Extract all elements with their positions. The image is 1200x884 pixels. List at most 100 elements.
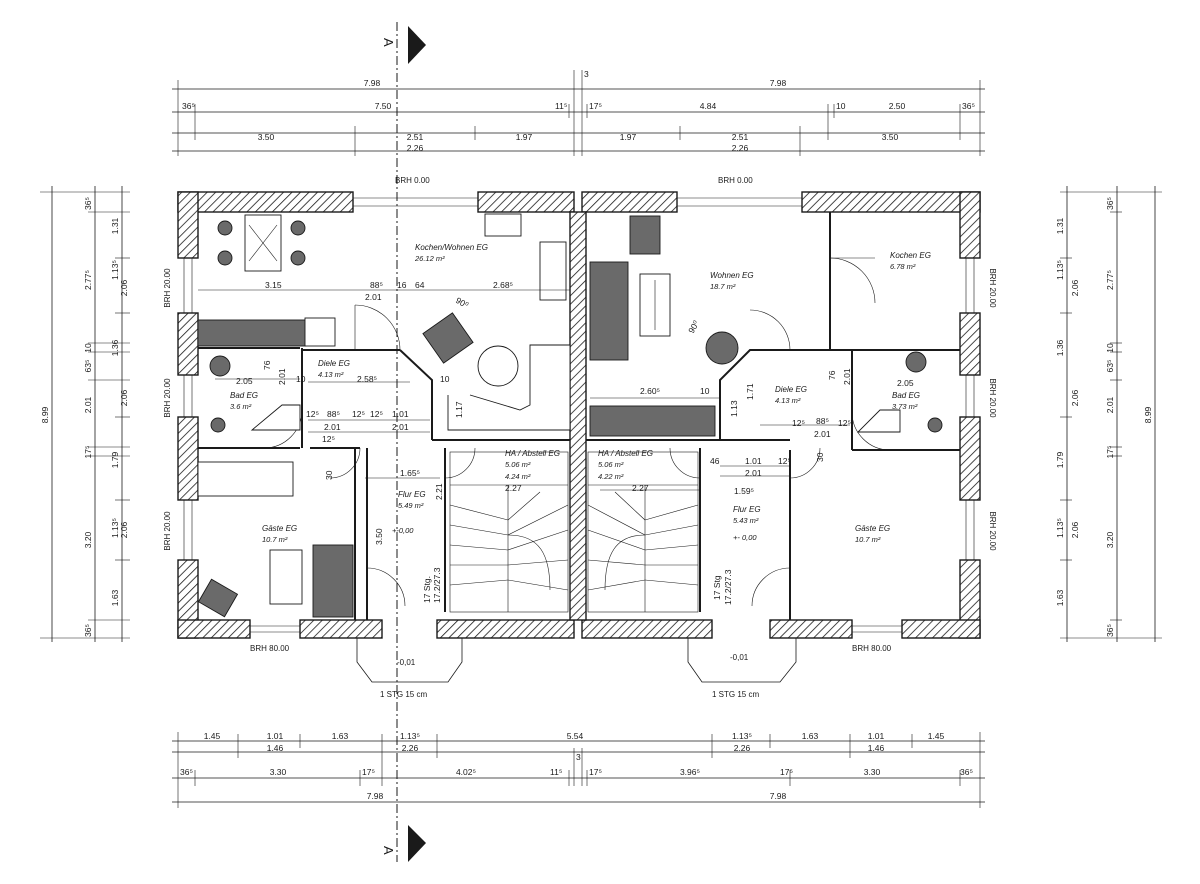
idim-r-20: 17 Stg (712, 575, 722, 600)
brh-left-1: BRH 20.00 (163, 268, 172, 308)
dim-right-r2-2: 1.13⁵ (1055, 260, 1065, 280)
idim-l-26: 2.27 (505, 483, 522, 493)
idim-r-13: 30 (815, 452, 825, 462)
dim-right-r1-3: 10 (1105, 343, 1115, 353)
interior-dims-left: 3.15 88⁵ 16 64 2.68⁵ 2.01 90⁰ 10 2.05 76… (198, 280, 570, 603)
dim-bottom-r1-8: 1.01 (868, 731, 885, 741)
outer-walls (177, 191, 981, 639)
dim-left-r1-6: 17⁵ (83, 446, 93, 459)
room-flur-right-area: 5.43 m² (733, 516, 759, 525)
dim-left-r2-5: 2.06 (119, 389, 129, 406)
dim-bottom-r1-4: 1.13⁵ (400, 731, 420, 741)
doors (263, 257, 891, 607)
dim-left-r1-4: 63⁵ (83, 360, 93, 373)
idim-r-4: 1.13 (729, 400, 739, 417)
dim-left-r2-2: 1.13⁵ (110, 260, 120, 280)
dim-right-total: 8.99 (1143, 406, 1153, 423)
dimension-chain-left: 8.99 36⁵ 2.77⁵ 10 63⁵ 2.01 17⁵ 3.20 36⁵ … (40, 186, 130, 642)
dim-top-r2-7: 2.50 (889, 101, 906, 111)
dim-top-r3-5: 2.51 (732, 132, 749, 142)
room-kochen-wohnen-area: 26.12 m² (414, 254, 445, 263)
idim-l-20: 2.01 (392, 422, 409, 432)
dim-right-r1-1: 36⁵ (1105, 197, 1115, 210)
dimension-chain-bottom: 1.45 1.01 1.63 1.13⁵ 5.54 1.13⁵ 1.63 1.0… (172, 731, 985, 808)
dim-left-r2-6: 1.79 (110, 451, 120, 468)
idim-r-1: 90⁰ (686, 318, 701, 335)
room-diele-right-area: 4.13 m² (775, 396, 801, 405)
dim-left-r2-3: 2.06 (119, 279, 129, 296)
dim-bottom-r1-9: 1.45 (928, 731, 945, 741)
idim-l-29: 17.2/27.3 (432, 567, 442, 603)
dim-right-r2-7: 1.13⁵ (1055, 518, 1065, 538)
chair-icon (217, 220, 233, 236)
idim-l-1: 3.15 (265, 280, 282, 290)
dim-right-r1-6: 17⁵ (1105, 446, 1115, 459)
dim-bottom-r2-2: 2.26 (402, 743, 419, 753)
idim-r-8: 2.05 (897, 378, 914, 388)
dim-left-r2-1: 1.31 (110, 217, 120, 234)
idim-l-3: 16 (397, 280, 407, 290)
idim-r-6: 76 (827, 370, 837, 380)
idim-l-6: 2.01 (365, 292, 382, 302)
section-line-a: A A (381, 22, 426, 862)
room-ha-left-area: 5.06 m² (505, 460, 531, 469)
room-ha-right-area: 5.06 m² (598, 460, 624, 469)
dim-bottom-r1-7: 1.63 (802, 731, 819, 741)
dim-top-r3-3: 1.97 (516, 132, 533, 142)
entry-right-step: 1 STG 15 cm (712, 690, 759, 699)
dim-top-r2-5: 4.84 (700, 101, 717, 111)
dim-left-r1-5: 2.01 (83, 396, 93, 413)
idim-r-2: 2.60⁵ (640, 386, 660, 396)
dim-bottom-r3-8: 3.96⁵ (680, 767, 700, 777)
idim-r-15: 1.01 (745, 456, 762, 466)
idim-l-4: 64 (415, 280, 425, 290)
dim-bottom-r3-10: 3.30 (864, 767, 881, 777)
room-bad-right-area: 3.73 m² (892, 402, 918, 411)
idim-l-28: 17 Stg. (422, 576, 432, 603)
entry-left-level: -0,01 (397, 658, 416, 667)
dim-left-r2-8: 2.06 (119, 521, 129, 538)
dim-right-r1-7: 3.20 (1105, 531, 1115, 548)
dim-bottom-r3-2: 3.30 (270, 767, 287, 777)
dim-top-r2-8: 36⁵ (962, 101, 975, 111)
dim-right-r2-1: 1.31 (1055, 217, 1065, 234)
idim-r-18: 2.27 (632, 483, 649, 493)
idim-r-16: 2.01 (745, 468, 762, 478)
furniture-right (589, 215, 943, 437)
dimension-chain-right: 8.99 36⁵ 2.77⁵ 10 63⁵ 2.01 17⁵ 3.20 36⁵ … (1055, 186, 1162, 642)
room-ha-right-area2: 4.22 m² (598, 472, 624, 481)
stair-right (587, 451, 699, 613)
chair-icon (290, 250, 306, 266)
dim-top-r4-1: 2.26 (407, 143, 424, 153)
dim-right-r2-8: 2.06 (1070, 521, 1080, 538)
dim-bottom-r1-5: 5.54 (567, 731, 584, 741)
dim-top-r2-1: 36⁵ (182, 101, 195, 111)
idim-r-12: 2.01 (814, 429, 831, 439)
dim-top-r2-3: 11⁵ (555, 101, 567, 111)
dim-right-r1-2: 2.77⁵ (1105, 270, 1115, 290)
idim-l-24: 1.65⁵ (400, 468, 420, 478)
dim-right-r2-9: 1.63 (1055, 589, 1065, 606)
chair-icon (217, 250, 233, 266)
idim-l-18: 1.01 (392, 409, 409, 419)
dim-bottom-r1-3: 1.63 (332, 731, 349, 741)
idim-l-13: 10 (296, 374, 306, 384)
idim-l-14: 1.17 (454, 401, 464, 418)
room-flur-right: Flur EG (733, 505, 761, 514)
brh-left-2: BRH 20.00 (163, 378, 172, 418)
room-gaeste-right-area: 10.7 m² (855, 535, 881, 544)
dim-top-r4-2: 2.26 (732, 143, 749, 153)
room-ha-left-area2: 4.24 m² (505, 472, 531, 481)
dim-top-total-right: 7.98 (770, 78, 787, 88)
dim-top-r2-4: 17⁵ (589, 101, 602, 111)
dim-bottom-r2-3: 2.26 (734, 743, 751, 753)
dim-left-r2-7: 1.13⁵ (110, 518, 120, 538)
room-bad-right: Bad EG (892, 391, 920, 400)
idim-r-14: 46 (710, 456, 720, 466)
room-flur-left-area: 5.49 m² (398, 501, 424, 510)
dim-left-total: 8.99 (40, 406, 50, 423)
dim-bottom-r1-6: 1.13⁵ (732, 731, 752, 741)
entry-left-step: 1 STG 15 cm (380, 690, 427, 699)
dim-left-r1-7: 3.20 (83, 531, 93, 548)
entry-labels: -0,01 1 STG 15 cm -0,01 1 STG 15 cm (380, 653, 759, 699)
